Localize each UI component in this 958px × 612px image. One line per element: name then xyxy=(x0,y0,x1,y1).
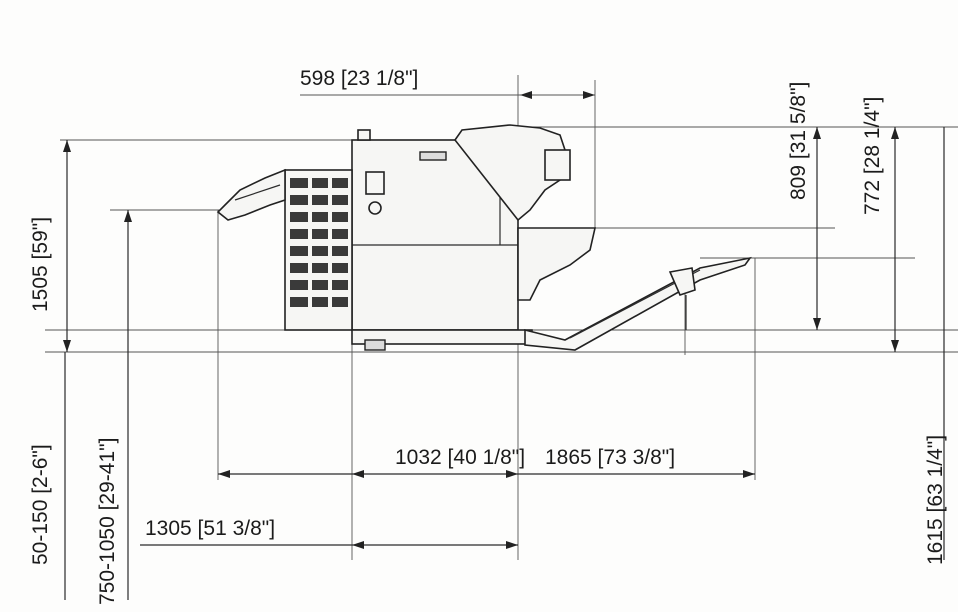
arrow xyxy=(743,470,755,478)
arrow xyxy=(891,340,899,352)
control-panel xyxy=(365,171,385,195)
arrow xyxy=(124,210,132,222)
arrow xyxy=(520,91,532,99)
arrow xyxy=(218,470,230,478)
dimension-1615: 1615 [63 1/4"] xyxy=(924,434,947,565)
dimension-809: 809 [31 5/8"] xyxy=(787,81,810,200)
arrow xyxy=(813,127,821,139)
dimension-772: 772 [28 1/4"] xyxy=(861,96,884,215)
motor-box xyxy=(544,149,571,181)
dimension-1505: 1505 [59"] xyxy=(29,216,52,312)
outfeed-conveyor xyxy=(524,256,752,351)
control-label xyxy=(419,151,447,161)
arrow xyxy=(583,91,595,99)
arrow xyxy=(506,470,518,478)
dimension-1865: 1865 [73 3/8"] xyxy=(545,446,676,469)
knob xyxy=(368,201,382,215)
arrow xyxy=(63,140,71,152)
arrow xyxy=(352,470,364,478)
dimension-1305: 1305 [51 3/8"] xyxy=(145,517,276,540)
arrow xyxy=(506,541,518,549)
tray-edge xyxy=(234,184,281,201)
dimension-1032: 1032 [40 1/8"] xyxy=(395,446,526,469)
dimension-750-1050: 750-1050 [29-41"] xyxy=(96,437,119,605)
foot-left xyxy=(364,339,386,351)
conveyor-bracket xyxy=(668,267,696,296)
top-handle xyxy=(357,129,371,141)
arrow xyxy=(63,340,71,352)
rack-grid xyxy=(290,178,348,307)
dimension-598: 598 [23 1/8"] xyxy=(300,67,419,90)
outfeed-housing xyxy=(517,227,597,301)
arrow xyxy=(891,127,899,139)
dimension-50-150: 50-150 [2-6"] xyxy=(29,444,52,565)
arrow xyxy=(352,541,364,549)
arrow xyxy=(813,318,821,330)
